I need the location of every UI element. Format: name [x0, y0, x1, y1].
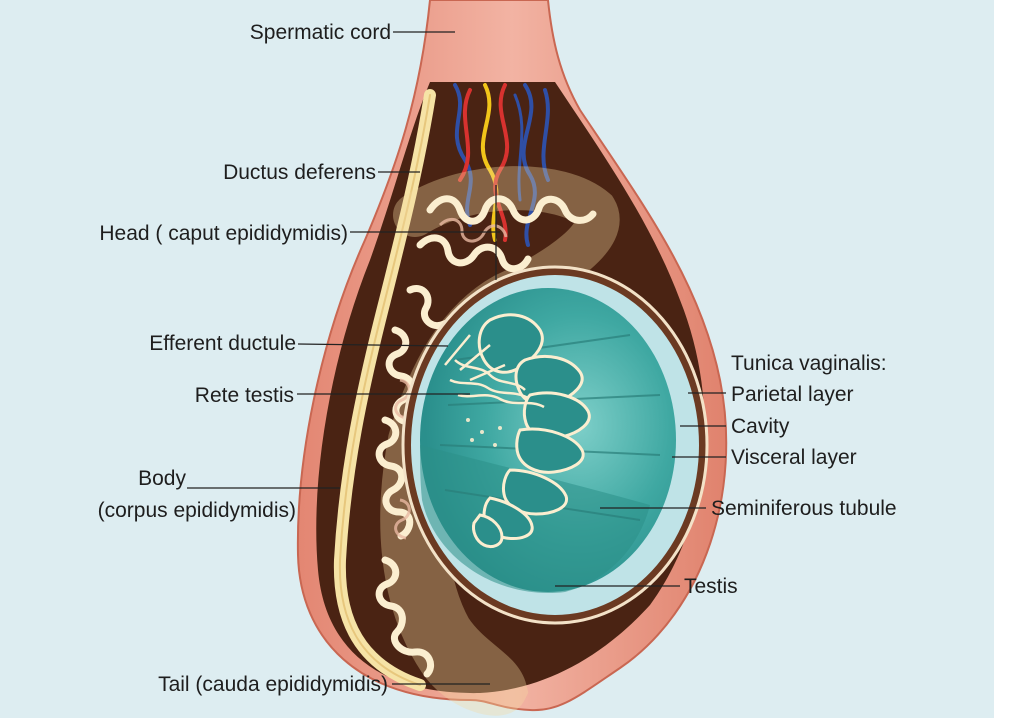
labels: Spermatic cord Ductus deferens Head ( ca… — [98, 21, 897, 696]
label-visceral-layer: Visceral layer — [731, 446, 857, 469]
label-efferent-ductule: Efferent ductule — [149, 332, 296, 355]
label-spermatic-cord: Spermatic cord — [250, 21, 391, 44]
seminiferous-tubules — [472, 313, 591, 549]
label-body-latin: (corpus epididymidis) — [98, 499, 296, 522]
label-testis: Testis — [684, 575, 738, 598]
rete-testis — [444, 334, 545, 409]
label-head: Head ( caput epididymidis) — [99, 222, 348, 245]
label-parietal-layer: Parietal layer — [731, 383, 854, 406]
label-ductus-deferens: Ductus deferens — [223, 161, 376, 184]
label-tunica-vaginalis: Tunica vaginalis: — [731, 352, 887, 375]
label-body: Body — [138, 467, 186, 490]
label-rete-testis: Rete testis — [195, 384, 294, 407]
leader-lines — [187, 31, 726, 685]
label-cavity: Cavity — [731, 415, 790, 438]
testis-lower-lobule — [420, 445, 650, 594]
label-tail: Tail (cauda epididymidis) — [158, 673, 388, 696]
label-seminiferous-tubule: Seminiferous tubule — [711, 497, 897, 520]
